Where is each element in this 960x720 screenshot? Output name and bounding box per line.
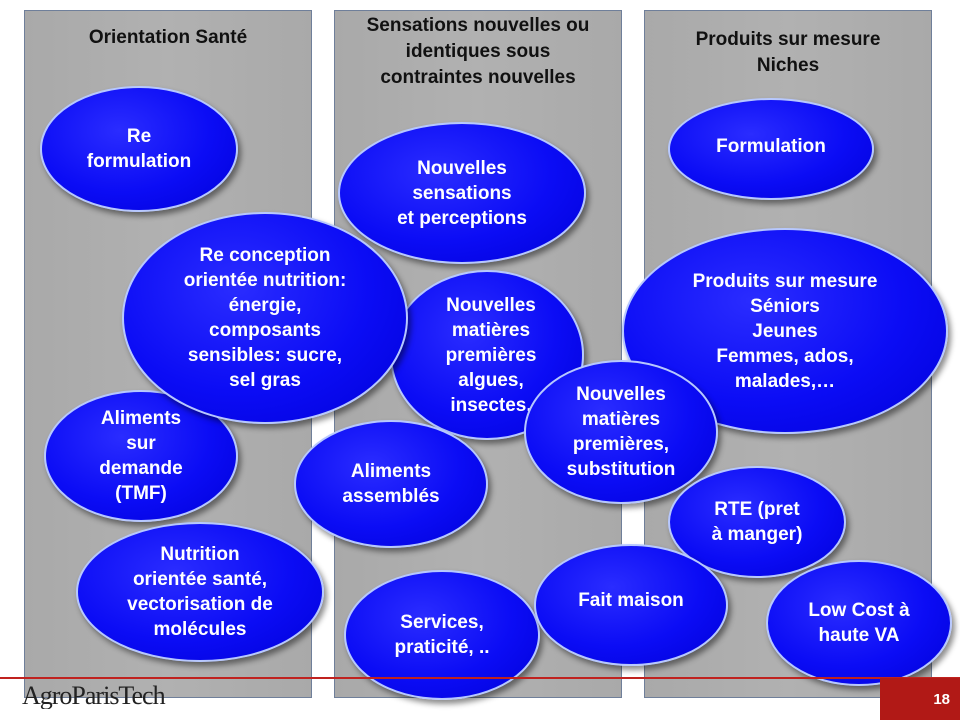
bubble-reformulation: Re formulation (40, 86, 238, 212)
bubble-rte-pret-a-manger: RTE (pret à manger) (668, 466, 846, 578)
bubble-aliments-assembles: Aliments assemblés (294, 420, 488, 548)
bubble-low-cost: Low Cost à haute VA (766, 560, 952, 686)
bubble-fait-maison: Fait maison (534, 544, 728, 666)
bubble-formulation: Formulation (668, 98, 874, 200)
footer-divider (0, 677, 960, 679)
bubble-matieres-algues: Nouvelles matières premières algues, ins… (390, 270, 584, 440)
agroparistech-logo: AgroParisTech (22, 683, 166, 709)
column-title: Sensations nouvelles ou identiques sous … (366, 15, 590, 88)
column-title: Produits sur mesure Niches (695, 29, 881, 76)
bubble-reconception-nutrition: Re conception orientée nutrition: énergi… (122, 212, 408, 424)
bubble-nutrition-sante: Nutrition orientée santé, vectorisation … (76, 522, 324, 662)
bubble-matieres-substitution: Nouvelles matières premières, substituti… (524, 360, 718, 504)
column-title: Orientation Santé (88, 27, 248, 48)
page-number: 18 (880, 678, 960, 720)
bubble-services-praticite: Services, praticité, .. (344, 570, 540, 700)
bubble-nouvelles-sensations: Nouvelles sensations et perceptions (338, 122, 586, 264)
